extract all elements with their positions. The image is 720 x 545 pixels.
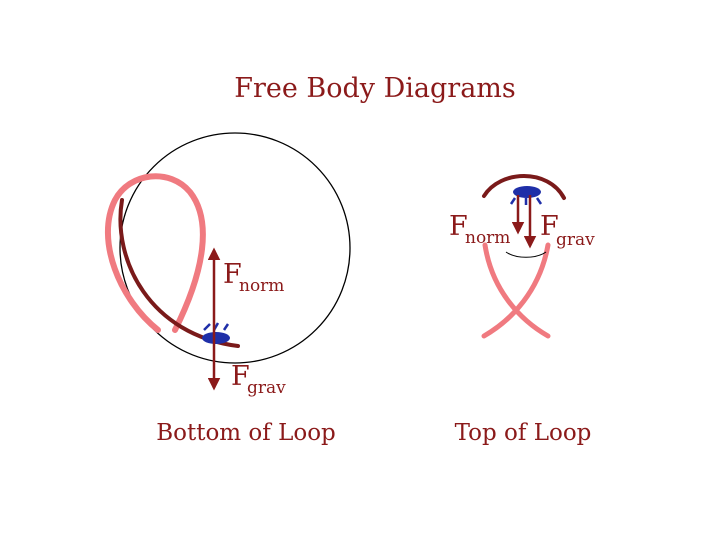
top-of-loop-panel: F norm F grav Top of Loop bbox=[449, 174, 595, 446]
cart-icon bbox=[202, 322, 230, 344]
bottom-of-loop-panel: F norm F grav Bottom of Loop bbox=[104, 132, 351, 446]
svg-text:norm: norm bbox=[465, 228, 510, 248]
loop-track-dark bbox=[118, 198, 240, 348]
svg-text:F: F bbox=[223, 259, 242, 290]
svg-text:grav: grav bbox=[556, 230, 595, 250]
svg-text:grav: grav bbox=[247, 378, 286, 398]
diagram-title: Free Body Diagrams bbox=[234, 73, 516, 104]
loop-track-dark bbox=[482, 174, 566, 200]
svg-text:norm: norm bbox=[239, 276, 284, 296]
normal-force-label: F norm bbox=[223, 259, 284, 296]
top-of-loop-caption: Top of Loop bbox=[455, 420, 592, 446]
bottom-of-loop-caption: Bottom of Loop bbox=[156, 420, 336, 446]
gravity-force-label: F grav bbox=[231, 361, 286, 398]
cart-icon bbox=[509, 186, 543, 205]
gravity-force-label: F grav bbox=[540, 211, 595, 250]
normal-force-label: F norm bbox=[449, 211, 510, 248]
loop-track-light bbox=[481, 242, 551, 339]
svg-text:F: F bbox=[540, 211, 559, 242]
loop-track-light bbox=[104, 173, 206, 333]
svg-text:F: F bbox=[449, 211, 468, 242]
reference-arc bbox=[505, 251, 547, 258]
svg-text:F: F bbox=[231, 361, 250, 392]
reference-circle bbox=[119, 132, 351, 364]
